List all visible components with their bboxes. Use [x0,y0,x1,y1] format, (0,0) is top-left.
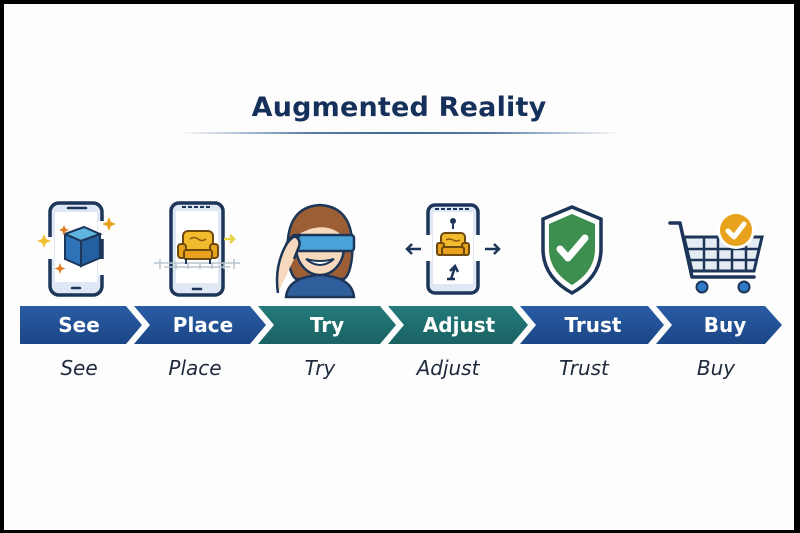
step-label-place: Place [172,313,234,337]
diagram-title: Augmented Reality [251,92,547,123]
chevron-place [134,306,266,344]
chevron-trust [520,306,664,344]
step-label-adjust: Adjust [422,313,496,337]
phone-place-chair-icon [146,197,256,301]
chevron-adjust [388,306,528,344]
step-label-try: Try [309,313,345,337]
chevron-buy [656,306,782,344]
step-label-trust: Trust [564,313,622,337]
chevron-try [258,306,396,344]
woman-ar-glasses-icon [266,197,376,301]
step-label-buy: Buy [703,313,747,337]
process-chevron-bar: See Place Try Adjust Trust Buy [20,306,785,344]
step-caption-adjust: Adjust [416,356,480,380]
step-caption-see: See [60,356,98,380]
diagram-canvas: Augmented Reality [4,4,794,530]
ar-phone-cube-icon [24,197,134,301]
title-divider [178,132,622,134]
step-caption-place: Place [168,356,222,380]
step-caption-try: Try [304,356,336,380]
phone-adjust-chair-icon [399,197,509,301]
step-caption-trust: Trust [559,356,609,380]
step-caption-buy: Buy [696,356,736,380]
step-label-see: See [58,313,100,337]
chevron-see [20,306,142,344]
shield-check-icon [517,197,627,301]
cart-check-icon [666,197,776,301]
